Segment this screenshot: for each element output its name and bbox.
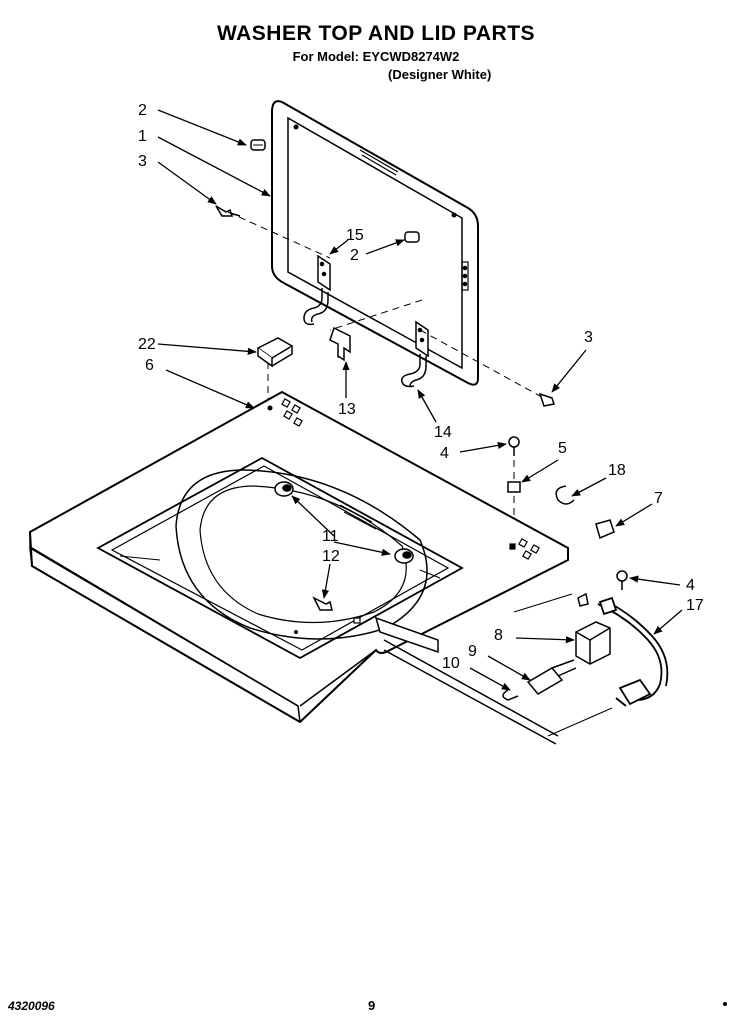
wire-harness — [597, 596, 669, 707]
screw-top-left — [250, 139, 266, 151]
screw-left — [215, 205, 241, 217]
page-number: 9 — [368, 998, 376, 1013]
leader-lines — [157, 109, 683, 691]
callout-7: 7 — [654, 490, 663, 507]
callout-2-right: 2 — [350, 247, 359, 264]
callout-13: 13 — [338, 401, 356, 418]
nut-5 — [507, 481, 521, 493]
grommet-7 — [595, 519, 615, 540]
callout-17: 17 — [686, 597, 704, 614]
callout-6: 6 — [145, 357, 154, 374]
switch-actuator — [526, 659, 577, 695]
lid-switch-bracket — [374, 593, 613, 745]
model-variant: (Designer White) — [388, 67, 492, 82]
screw-4-upper — [508, 436, 520, 456]
callout-10: 10 — [442, 655, 460, 672]
lid-frame — [271, 100, 479, 386]
lid-switch — [575, 592, 611, 665]
page-title: WASHER TOP AND LID PARTS — [216, 22, 536, 45]
lid-hinge-right — [400, 320, 429, 388]
callout-9: 9 — [468, 643, 477, 660]
corner-dot — [723, 1002, 727, 1006]
callout-2-top: 2 — [138, 102, 147, 119]
lid-hinge-left — [303, 254, 331, 326]
clip-18 — [555, 485, 575, 505]
callout-18: 18 — [608, 462, 626, 479]
model-number: For Model: EYCWD8274W2 — [292, 49, 460, 64]
hinge-cam — [329, 326, 351, 362]
retaining-clip — [502, 689, 519, 701]
callout-11: 11 — [322, 528, 339, 545]
screw-4-lower — [616, 570, 628, 590]
callout-3-right: 3 — [584, 329, 593, 346]
callout-15: 15 — [346, 227, 364, 244]
callout-12: 12 — [322, 548, 340, 565]
grommet-lower — [394, 548, 414, 564]
callout-1: 1 — [138, 128, 147, 145]
callout-22: 22 — [138, 336, 156, 353]
washer-top-panel — [28, 390, 569, 724]
grommet-upper — [274, 481, 294, 497]
lid-strike — [256, 337, 294, 368]
callout-8: 8 — [494, 627, 503, 644]
callout-3-left: 3 — [138, 153, 147, 170]
top-panel-holes — [281, 398, 540, 624]
callout-4-upper: 4 — [440, 445, 449, 462]
screw-12 — [312, 596, 333, 611]
callout-14: 14 — [434, 424, 452, 441]
screw-right-3 — [538, 392, 555, 407]
document-number: 4320096 — [8, 999, 55, 1013]
bumper-right — [404, 231, 420, 243]
callout-4-lower: 4 — [686, 577, 695, 594]
callout-5: 5 — [558, 440, 567, 457]
